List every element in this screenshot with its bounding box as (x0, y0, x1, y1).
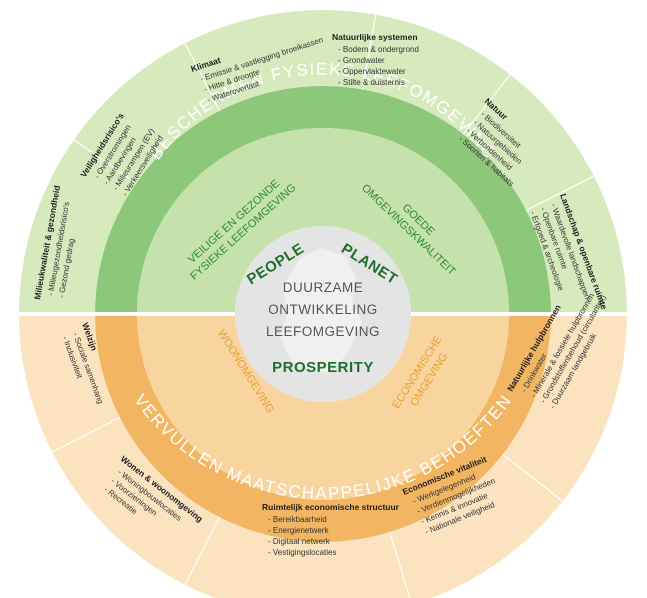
sector-item: - Grondwater (338, 56, 385, 65)
sector-item: - Energienetwerk (268, 526, 329, 535)
netherlands-map-icon (280, 248, 362, 372)
protect-outer-ring (19, 10, 627, 314)
sector-item: - Bodem & ondergrond (338, 45, 419, 54)
divider-line (362, 12, 377, 90)
divider-line (462, 72, 512, 135)
divider-line (502, 453, 565, 503)
sector-block: Ruimtelijk economische structuur - Bereik… (262, 502, 400, 557)
sector-title: Natuurlijke systemen (332, 32, 418, 42)
sector-item: - Bereikbaarheid (268, 515, 327, 524)
sector-title: Ruimtelijk economische structuur (262, 502, 400, 512)
sector-item: - Oppervlaktewater (338, 67, 406, 76)
prosperity-label: PROSPERITY (272, 359, 374, 376)
core-line-1: DUURZAME (283, 280, 364, 295)
divider-line (50, 416, 121, 454)
fulfil-outer-ring (19, 314, 627, 598)
protect-inner-ring (137, 128, 509, 314)
divider-line (183, 516, 221, 587)
fulfil-inner-ring (137, 314, 509, 500)
sector-item: - Stilte & duisternis (338, 78, 405, 87)
sector-block: Economische vitaliteit- Werkgelegenheid-… (401, 454, 496, 536)
core-line-3: LEEFOMGEVING (266, 324, 380, 339)
core-line-2: ONTWIKKELING (268, 302, 378, 317)
sector-block: Natuurlijke systemen - Bodem & ondergrond… (332, 32, 419, 87)
divider-line (183, 41, 221, 112)
sector-item: - Digitaal netwerk (268, 537, 331, 546)
divider-line (525, 174, 596, 212)
divider-line (71, 137, 137, 184)
divider-line (389, 531, 411, 598)
fulfil-band (95, 314, 551, 542)
protect-band (95, 86, 551, 314)
sector-item: - Vestigingslocaties (268, 548, 336, 557)
